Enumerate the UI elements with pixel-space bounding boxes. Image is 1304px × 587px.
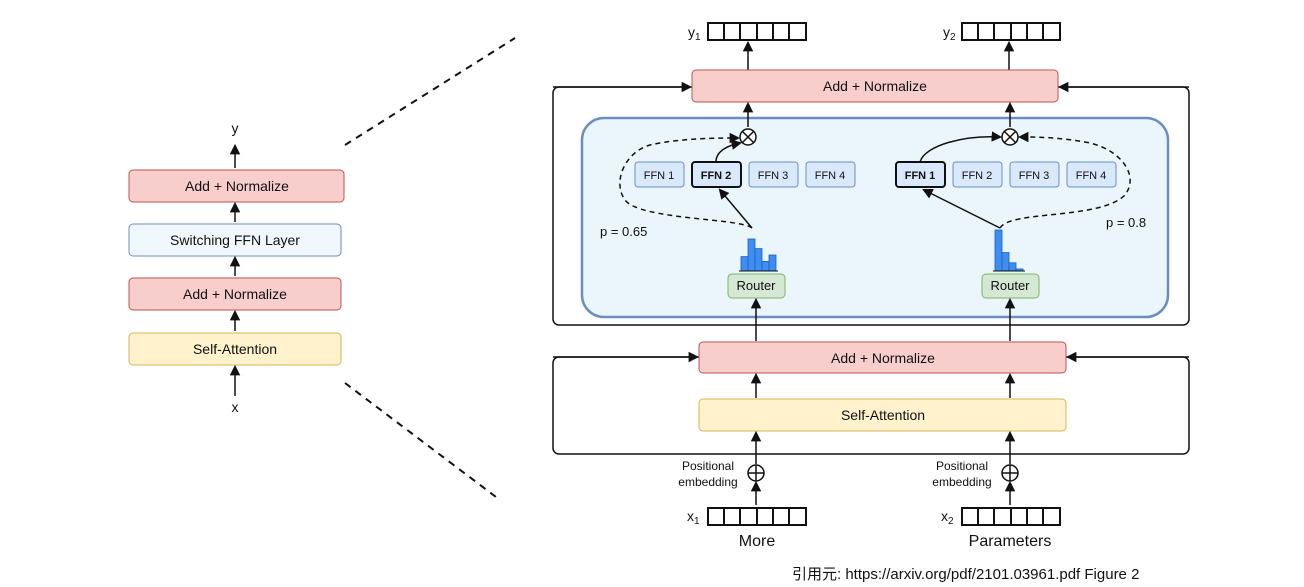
right-add-icon [1001,464,1019,482]
left-stack: y Add + Normalize Switching FFN Layer Ad… [128,120,345,415]
left-positional-label-1: Positional [682,459,734,473]
left-expert-ffn-3 [748,161,799,188]
right-hist-bar-3 [1008,262,1017,272]
right-expert-ffn-3 [1009,161,1060,188]
left-output-label: y [232,120,239,136]
left-router-label: Router [736,278,776,293]
token-parameters: Parameters [969,533,1052,550]
right-expert-ffn-4 [1066,161,1117,188]
svg-text:FFN 3: FFN 3 [758,170,789,182]
left-expert-ffn-4 [805,161,856,188]
switching-ffn-container [580,116,1170,319]
zoom-line-bottom [344,382,501,501]
right-self-attention-label: Self-Attention [841,407,925,423]
svg-text:FFN 4: FFN 4 [815,170,846,182]
right-expert-row: FFN 1 FFN 2 FFN 3 FFN 4 [895,161,1117,188]
x2-label: x2 [941,508,954,527]
left-add-normalize-top-label: Add + Normalize [185,178,289,194]
output-vector-y2: y2 [943,22,1061,43]
left-add-icon [747,464,765,482]
left-expert-to-multiply [715,139,743,163]
svg-text:FFN 2: FFN 2 [962,170,993,182]
right-hist-bar-2 [1001,252,1010,272]
left-router-to-expert [718,188,753,229]
svg-text:FFN 3: FFN 3 [1019,170,1050,182]
source-citation: 引用元: https://arxiv.org/pdf/2101.03961.pd… [792,566,1139,583]
right-positional-label-2: embedding [932,475,991,489]
left-expert-row: FFN 1 FFN 2 FFN 3 FFN 4 [634,161,856,188]
input-vector-x2: x2 [941,507,1061,527]
left-expert-ffn-1 [634,161,685,188]
right-hist-bar-1 [994,229,1003,272]
svg-text:FFN 1: FFN 1 [905,170,936,182]
right-expert-ffn-2 [952,161,1003,188]
right-router-to-expert [922,189,1001,229]
multiply-left-icon [739,128,757,146]
left-switching-ffn-label: Switching FFN Layer [170,232,300,248]
left-hist-bar-3 [754,248,763,272]
left-positional-label-2: embedding [678,475,737,489]
y2-label: y2 [943,24,956,43]
right-probability-label: p = 0.8 [1106,215,1146,230]
input-vector-x1: x1 [687,507,807,527]
right-router-histogram [993,229,1025,272]
x1-label: x1 [687,508,700,527]
left-probability-path [619,132,753,229]
right-positional-label-1: Positional [936,459,988,473]
svg-text:FFN 1: FFN 1 [644,170,675,182]
left-self-attention-label: Self-Attention [193,341,277,357]
right-add-normalize-bottom-label: Add + Normalize [831,350,935,366]
left-probability-label: p = 0.65 [600,224,647,239]
left-router-histogram [739,238,778,272]
right-self-attention [698,398,1067,432]
zoom-line-top [344,37,516,146]
left-add-normalize-mid-label: Add + Normalize [183,286,287,302]
right-add-normalize-top-label: Add + Normalize [823,78,927,94]
right-expert-to-multiply [919,131,1003,163]
svg-text:FFN 4: FFN 4 [1076,170,1107,182]
left-input-label: x [232,399,239,415]
left-hist-bar-1 [740,256,749,272]
output-vector-y1: y1 [688,22,807,43]
right-probability-path [999,131,1131,229]
right-router-label: Router [990,278,1030,293]
left-hist-bar-5 [768,254,777,272]
token-more: More [739,533,776,550]
multiply-right-icon [1001,128,1019,146]
svg-text:FFN 2: FFN 2 [701,170,732,182]
left-hist-bar-4 [761,260,770,272]
y1-label: y1 [688,24,701,43]
left-hist-bar-2 [747,238,756,272]
